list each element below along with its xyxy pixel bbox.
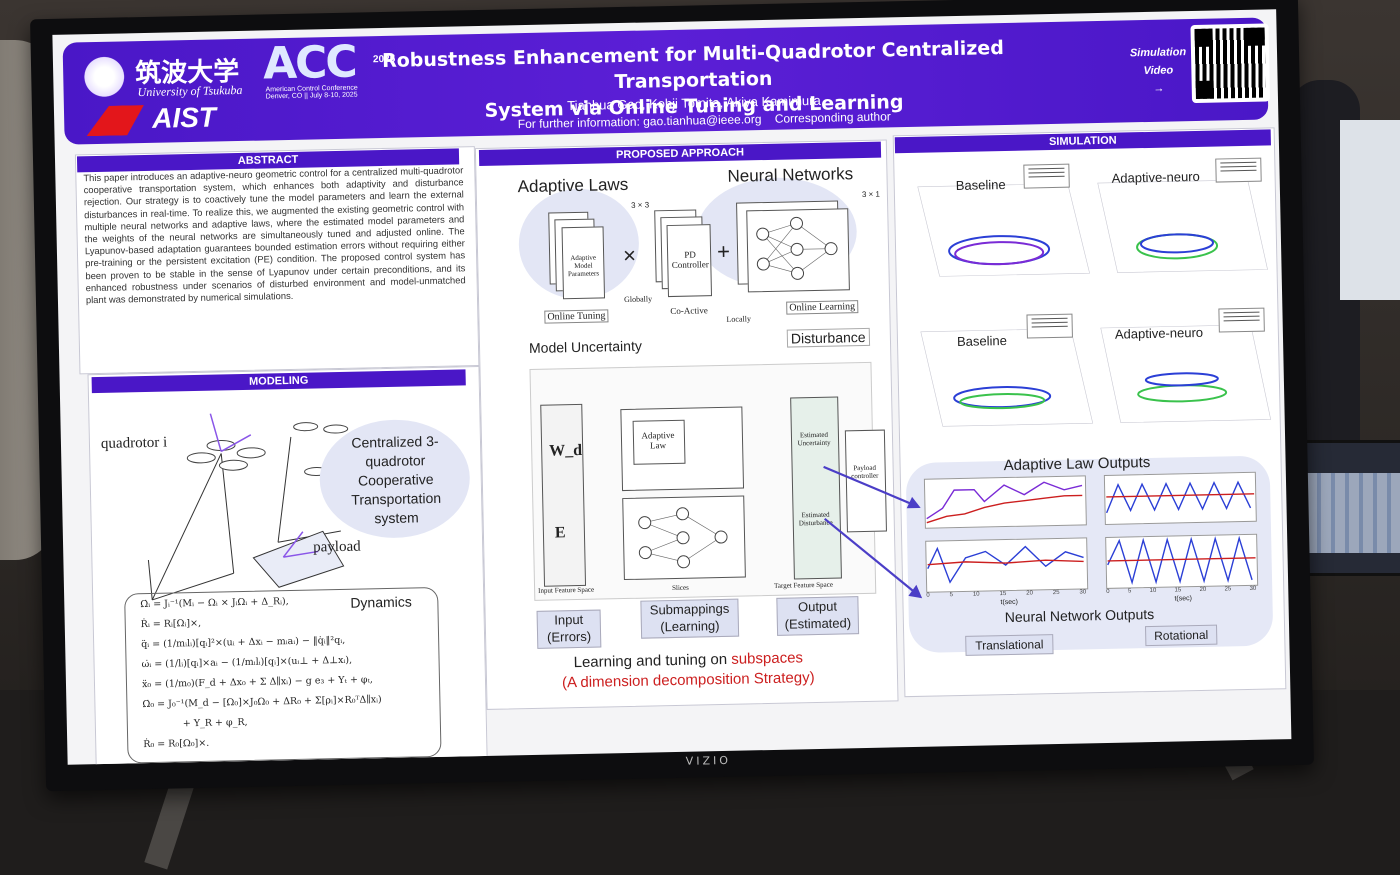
slice-network-graph (638, 507, 728, 569)
plus-operator: + (716, 238, 731, 265)
slices-label: Slices (672, 583, 689, 593)
corresponding-author: Corresponding author (774, 109, 891, 126)
tick-label-20: 20 (1026, 590, 1033, 597)
tick-label-25: 25 (1052, 589, 1060, 597)
aist-mark-icon (86, 105, 145, 136)
tick-label-20: 20 (1199, 586, 1207, 593)
tick-label-10: 10 (1149, 587, 1157, 595)
adaptive-law-outputs-label: Adaptive Law Outputs (1003, 453, 1151, 475)
centralized-system-label: Centralized 3-quadrotor Cooperative Tran… (351, 432, 442, 527)
payload-label: payload (313, 538, 361, 556)
simulation-video-link: Simulation Video → (1123, 43, 1194, 98)
dim-3x3: 3 × 3 (630, 200, 650, 210)
tick-label-15: 15 (1174, 587, 1182, 594)
conference-logo-text: ACC (262, 36, 357, 90)
legend-top-right (1215, 157, 1262, 183)
model-uncertainty-label: Model Uncertainty (528, 337, 643, 356)
globally-label: Globally (623, 294, 653, 304)
submappings-box: Submappings (Learning) (640, 598, 740, 639)
tick-label-5: 5 (949, 592, 954, 599)
tv-brand-logo: VIZIO (685, 753, 732, 768)
dim-3x1: 3 × 1 (861, 189, 881, 199)
translational-time-axis-label: t(sec) (1000, 598, 1019, 607)
adaptive-laws-title: Adaptive Laws (517, 174, 629, 197)
disturbance-label: Disturbance (786, 327, 870, 348)
connector-arrows (823, 465, 923, 599)
input-feature-block (540, 403, 587, 587)
tv-monitor: VIZIO 筑波大学 University of Tsukuba ACC 20 2… (30, 0, 1314, 792)
legend-bottom-left (1026, 313, 1073, 339)
laptop-screen (1307, 473, 1400, 553)
pd-controller-label: PD Controller (671, 249, 709, 270)
online-tuning-label: Online Tuning (544, 309, 609, 324)
rotational-label: Rotational (1145, 624, 1218, 647)
abstract-text: This paper introduces an adaptive-neuro … (83, 164, 466, 306)
translational-label: Translational (965, 634, 1054, 656)
input-feature-space-label: Input Feature Space (538, 585, 595, 595)
arrow-right-icon: → (1153, 82, 1165, 95)
adaptive-law-box-label: Adaptive Law (641, 429, 675, 451)
baseline-label-top: Baseline (955, 176, 1006, 194)
times-operator: × (622, 242, 637, 268)
e-label: E (554, 524, 566, 542)
aist-logo-text: AIST (151, 101, 217, 134)
rotational-time-axis-label: t(sec) (1174, 595, 1193, 603)
laptop (1298, 440, 1400, 576)
adaptive-neuro-label-bottom: Adaptive-neuro (1114, 324, 1204, 342)
tick-label-10: 10 (972, 591, 980, 598)
neural-network-graph (756, 216, 838, 280)
tick-label-0: 0 (1106, 588, 1110, 595)
adaptive-model-params-label: Adaptive Model Parameters (567, 253, 600, 279)
adaptive-neuro-label-top: Adaptive-neuro (1111, 168, 1200, 186)
baseline-label-bottom: Baseline (956, 332, 1008, 350)
quadrotor-label: quadrotor i (100, 434, 168, 452)
dynamics-equations: Ω̇ᵢ = Jᵢ⁻¹(Mᵢ − Ωᵢ × JᵢΩᵢ + Δ_Rᵢ), Ṙᵢ = … (140, 589, 433, 755)
side-monitor (1340, 120, 1400, 300)
simulation-3d-plots (917, 179, 1272, 427)
quadrotor-diagram (147, 413, 355, 601)
legend-top-left (1023, 163, 1070, 189)
estimated-uncertainty-label: Estimated Uncertainty (797, 430, 831, 448)
qr-code (1190, 23, 1271, 104)
neural-network-outputs-label: Neural Network Outputs (1004, 605, 1155, 626)
poster-screen: 筑波大学 University of Tsukuba ACC 20 25 Amer… (52, 9, 1292, 765)
wd-label: W_d (549, 441, 583, 460)
input-errors-box: Input (Errors) (536, 609, 602, 649)
co-active-label: Co-Active (670, 305, 708, 317)
tick-label-15: 15 (999, 591, 1007, 598)
tick-label-30: 30 (1079, 589, 1087, 596)
legend-bottom-right (1218, 307, 1265, 333)
tick-label-25: 25 (1224, 586, 1232, 593)
online-learning-label: Online Learning (786, 300, 859, 315)
neural-networks-title: Neural Networks (727, 164, 854, 186)
output-curves (926, 480, 1256, 585)
poster-banner: 筑波大学 University of Tsukuba ACC 2025 Amer… (62, 17, 1271, 145)
university-emblem (80, 53, 128, 101)
tick-label-30: 30 (1249, 585, 1257, 592)
aist-logo: AIST (86, 101, 237, 138)
university-name-en: University of Tsukuba (137, 82, 243, 100)
locally-label: Locally (726, 314, 752, 324)
tick-label-5: 5 (1127, 588, 1132, 595)
university-logo: 筑波大学 University of Tsukuba (77, 47, 248, 101)
